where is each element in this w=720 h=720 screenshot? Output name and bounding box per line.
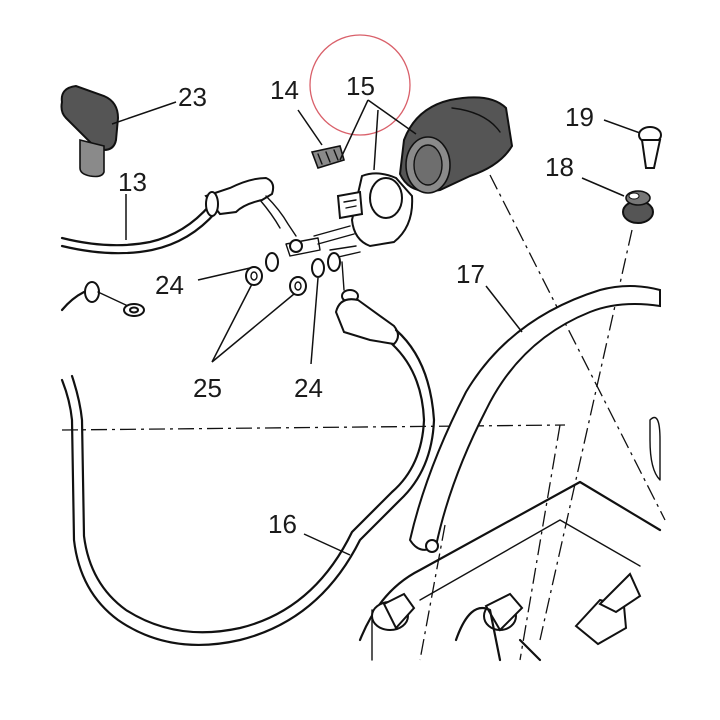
relay-terminals [285, 225, 361, 259]
assembly-centerlines [61, 174, 666, 661]
frame-box [358, 416, 662, 662]
callout-25: 25 [193, 373, 222, 403]
ground-connector [60, 281, 145, 317]
callout-14: 14 [270, 75, 299, 105]
callout-24-left: 24 [155, 270, 184, 300]
part-19-screw [603, 119, 662, 169]
callout-16: 16 [268, 509, 297, 539]
callout-19: 19 [565, 102, 594, 132]
callout-23: 23 [178, 82, 207, 112]
part-15-relay [336, 96, 514, 248]
part-23-cap [60, 84, 177, 178]
callout-24-bottom: 24 [294, 373, 323, 403]
part-17-strip [408, 285, 661, 553]
highlight-circle [309, 34, 411, 136]
callout-18: 18 [545, 152, 574, 182]
part-24-25-nuts [197, 252, 341, 365]
callout-labels: 13 14 15 16 17 18 19 23 24 24 25 [118, 71, 594, 539]
callout-15: 15 [346, 71, 375, 101]
part-18-grommet [581, 177, 654, 224]
part-13-cable [60, 176, 297, 255]
callout-17: 17 [456, 259, 485, 289]
part-14-fuse [297, 109, 345, 169]
part-16-cable [60, 261, 436, 646]
callout-13: 13 [118, 167, 147, 197]
